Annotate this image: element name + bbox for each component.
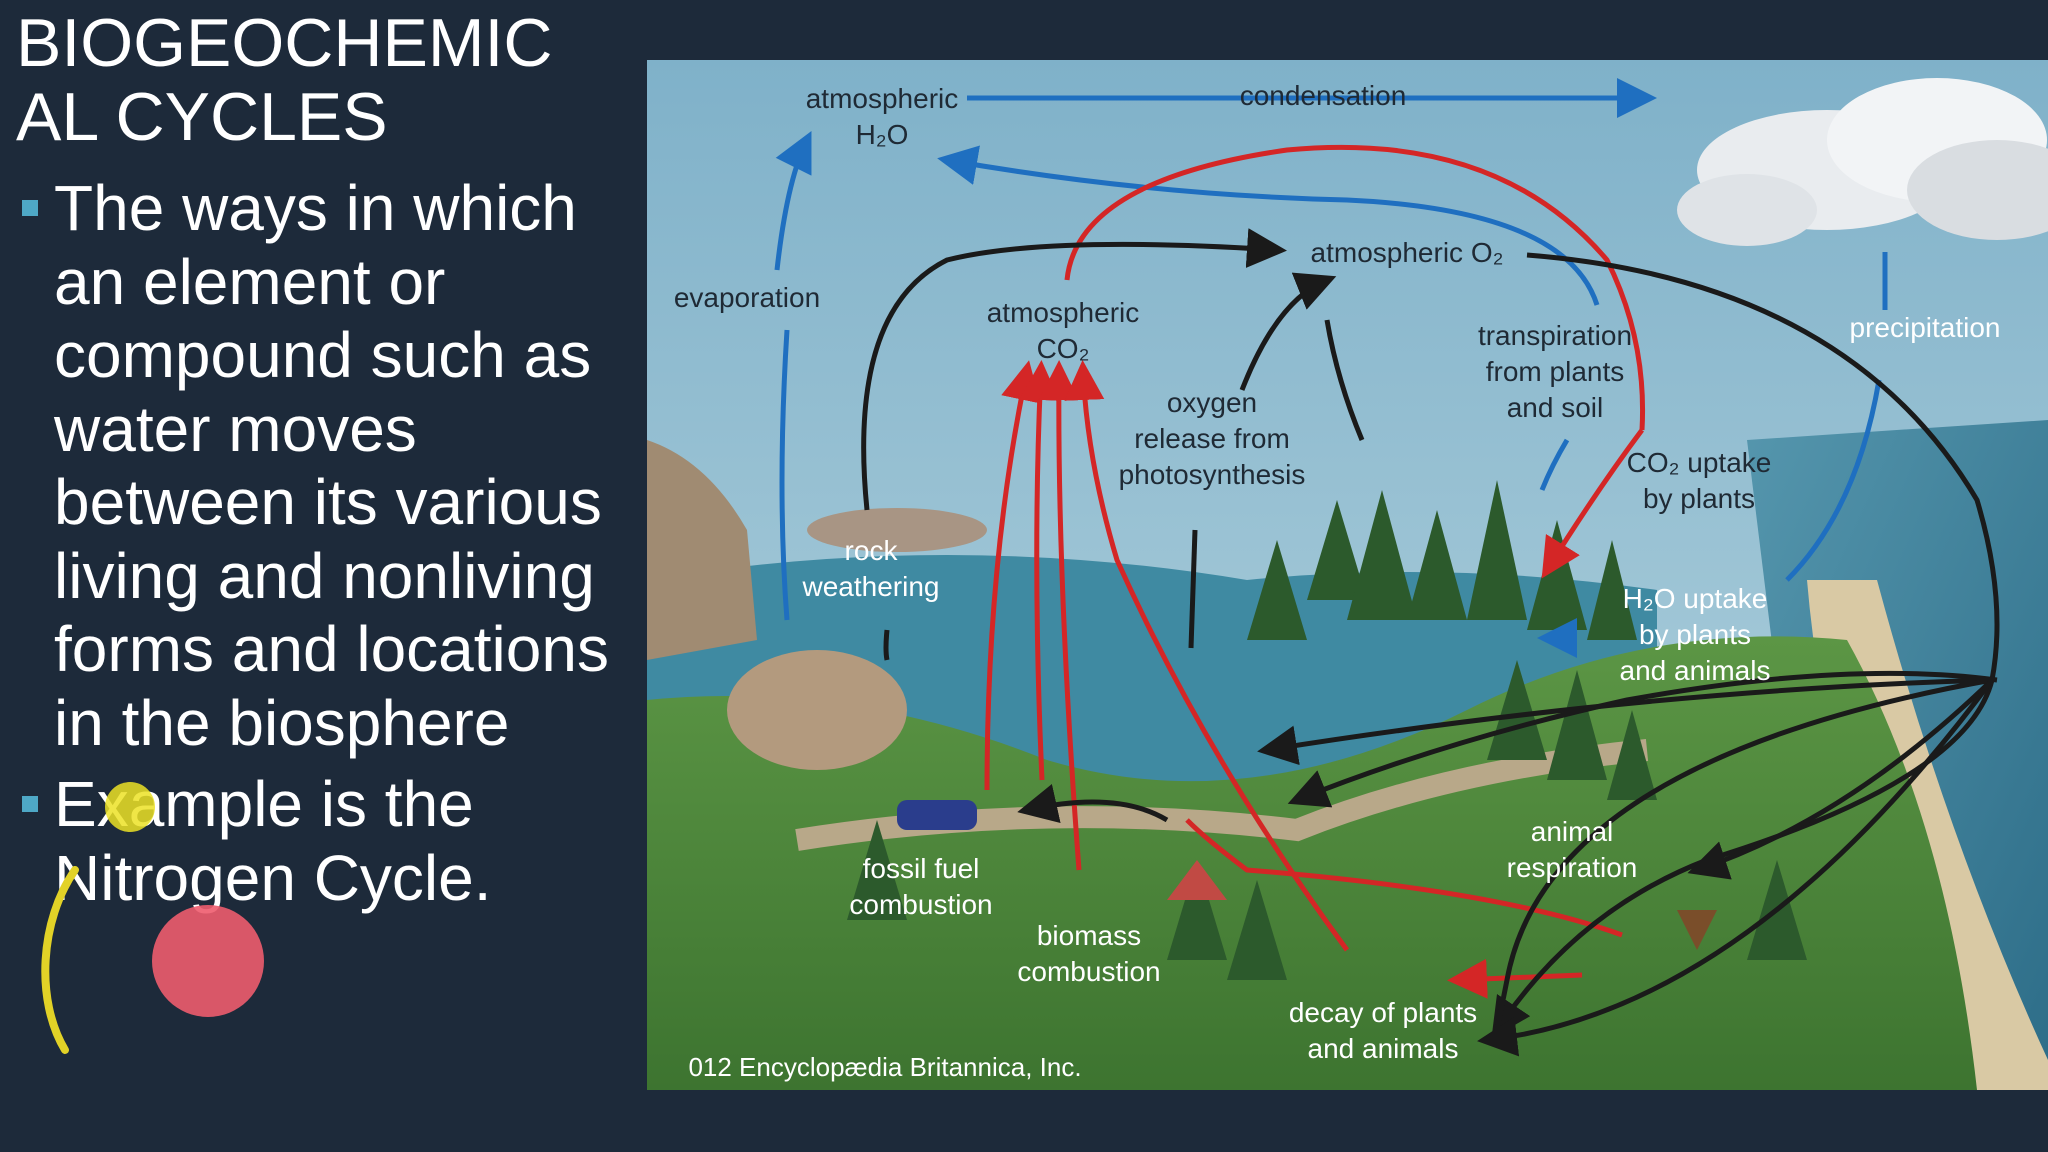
label-rock-weathering-2: weathering [802,571,940,602]
label-rock-weathering-1: rock [845,535,899,566]
diagram-canvas: atmospheric H₂O condensation evaporation… [647,60,2048,1090]
label-fossil-fuel-2: combustion [849,889,992,920]
oxygen-arrows [861,228,2000,1057]
label-atmospheric-o2: atmospheric O₂ [1311,237,1504,268]
carbon-water-cycle-diagram: atmospheric H₂O condensation evaporation… [647,60,2048,1090]
slide-title: BIOGEOCHEMIC AL CYCLES [16,6,616,154]
cloud-icon [1677,78,2048,246]
water-arrows [774,78,1888,658]
carbon-arrows [984,144,1646,999]
bullet-marker-icon [22,796,38,812]
label-oxygen-3: photosynthesis [1119,459,1306,490]
label-atmospheric-h2o-1: atmospheric [806,83,959,114]
label-co2-uptake-2: by plants [1643,483,1755,514]
bullet-marker-icon [22,200,38,216]
label-evaporation: evaporation [674,282,820,313]
label-transpiration-1: transpiration [1478,320,1632,351]
label-animal-respiration-1: animal [1531,816,1613,847]
deer-icon [1677,910,1717,950]
label-animal-respiration-2: respiration [1507,852,1638,883]
cliff [647,440,757,660]
title-line-1: BIOGEOCHEMIC [16,5,553,81]
bullet-text: Example is the Nitrogen Cycle. [54,768,492,914]
label-biomass-2: combustion [1017,956,1160,987]
title-line-2: AL CYCLES [16,79,388,155]
label-h2o-uptake-1: H₂O uptake [1623,583,1768,614]
rock-formation [727,650,907,770]
bullet-list: The ways in which an element or compound… [18,172,638,915]
label-decay-2: and animals [1308,1033,1459,1064]
label-fossil-fuel-1: fossil fuel [863,853,980,884]
label-decay-1: decay of plants [1289,997,1477,1028]
highlight-dot-yellow [105,782,155,832]
tent-icon [1167,860,1227,900]
copyright-notice: 012 Encyclopædia Britannica, Inc. [688,1052,1081,1082]
forest [847,480,1807,980]
label-co2-uptake-1: CO₂ uptake [1627,447,1772,478]
label-atmospheric-co2-2: CO₂ [1037,333,1090,364]
label-h2o-uptake-3: and animals [1620,655,1771,686]
label-oxygen-2: release from [1134,423,1290,454]
label-atmospheric-h2o-2: H₂O [856,119,909,150]
car-icon [897,800,977,830]
distant-rocks [807,508,987,552]
bullet-item: Example is the Nitrogen Cycle. [18,768,638,915]
bullet-item: The ways in which an element or compound… [18,172,638,760]
bullet-text: The ways in which an element or compound… [54,172,609,759]
label-precipitation: precipitation [1850,312,2001,343]
label-h2o-uptake-2: by plants [1639,619,1751,650]
pointer-dot-pink [152,905,264,1017]
label-biomass-1: biomass [1037,920,1141,951]
highlight-arc [41,866,79,1054]
label-oxygen-1: oxygen [1167,387,1257,418]
label-atmospheric-co2-1: atmospheric [987,297,1140,328]
label-condensation: condensation [1240,80,1407,111]
label-transpiration-3: and soil [1507,392,1604,423]
label-transpiration-2: from plants [1486,356,1625,387]
